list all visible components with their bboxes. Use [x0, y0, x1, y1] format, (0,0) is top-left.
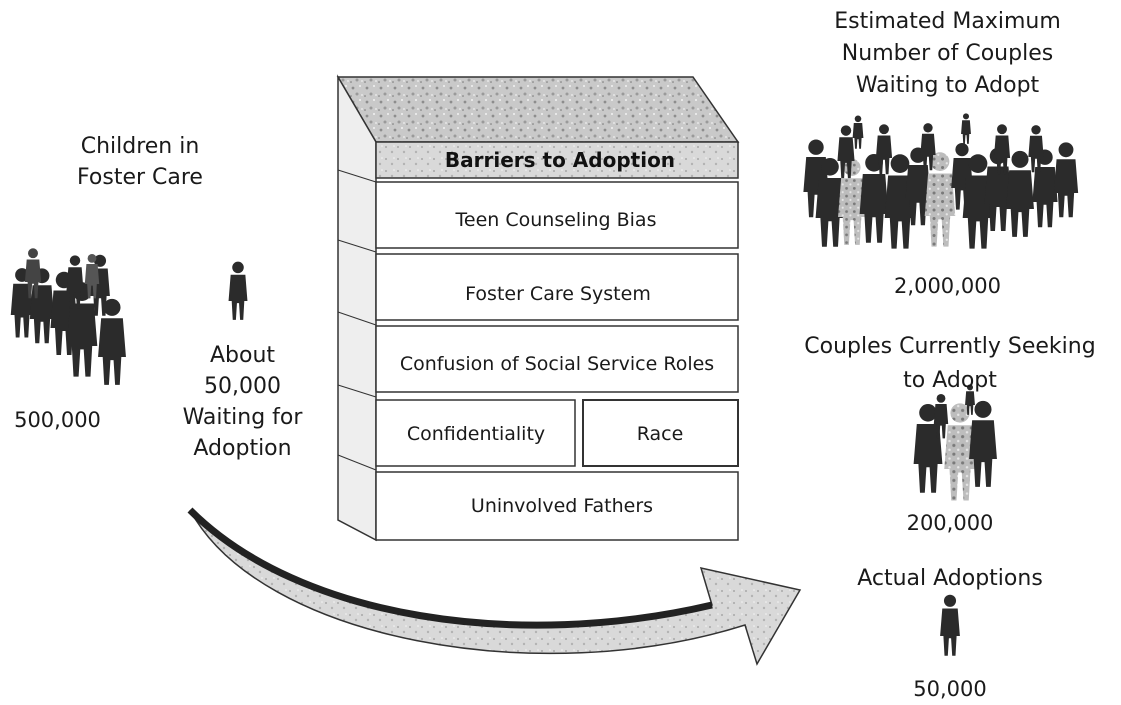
seeking-couples-count: 200,000 [906, 511, 994, 535]
foster-care-title: Children in Foster Care [77, 134, 203, 190]
seeking-couples-silhouettes [913, 384, 997, 501]
max-couples-count: 2,000,000 [894, 274, 1001, 298]
barrier-foster-care-system: Foster Care System [465, 283, 651, 305]
flow-arrow [187, 507, 802, 666]
waiting-for-adoption-label: About 50,000 Waiting for Adoption [182, 343, 303, 461]
barrier-confidentiality: Confidentiality [407, 423, 545, 445]
foster-children-silhouettes [10, 248, 126, 385]
max-couples-title: Estimated Maximum Number of Couples Wait… [834, 9, 1061, 98]
max-couples-silhouettes [803, 113, 1079, 249]
actual-adoptions-title: Actual Adoptions [857, 566, 1043, 591]
actual-adoptions-count: 50,000 [913, 677, 987, 701]
barrier-race: Race [637, 423, 684, 445]
barrier-uninvolved-fathers: Uninvolved Fathers [471, 495, 653, 517]
barriers-title: Barriers to Adoption [445, 148, 675, 172]
barrier-social-service-roles: Confusion of Social Service Roles [400, 353, 714, 375]
waiting-child-silhouette [228, 261, 248, 320]
barrier-block [336, 74, 740, 542]
foster-care-count: 500,000 [14, 408, 101, 432]
actual-adoptions-silhouette [940, 594, 960, 656]
barrier-teen-counseling: Teen Counseling Bias [455, 209, 657, 231]
seeking-couples-title: Couples Currently Seeking to Adopt [804, 334, 1096, 393]
